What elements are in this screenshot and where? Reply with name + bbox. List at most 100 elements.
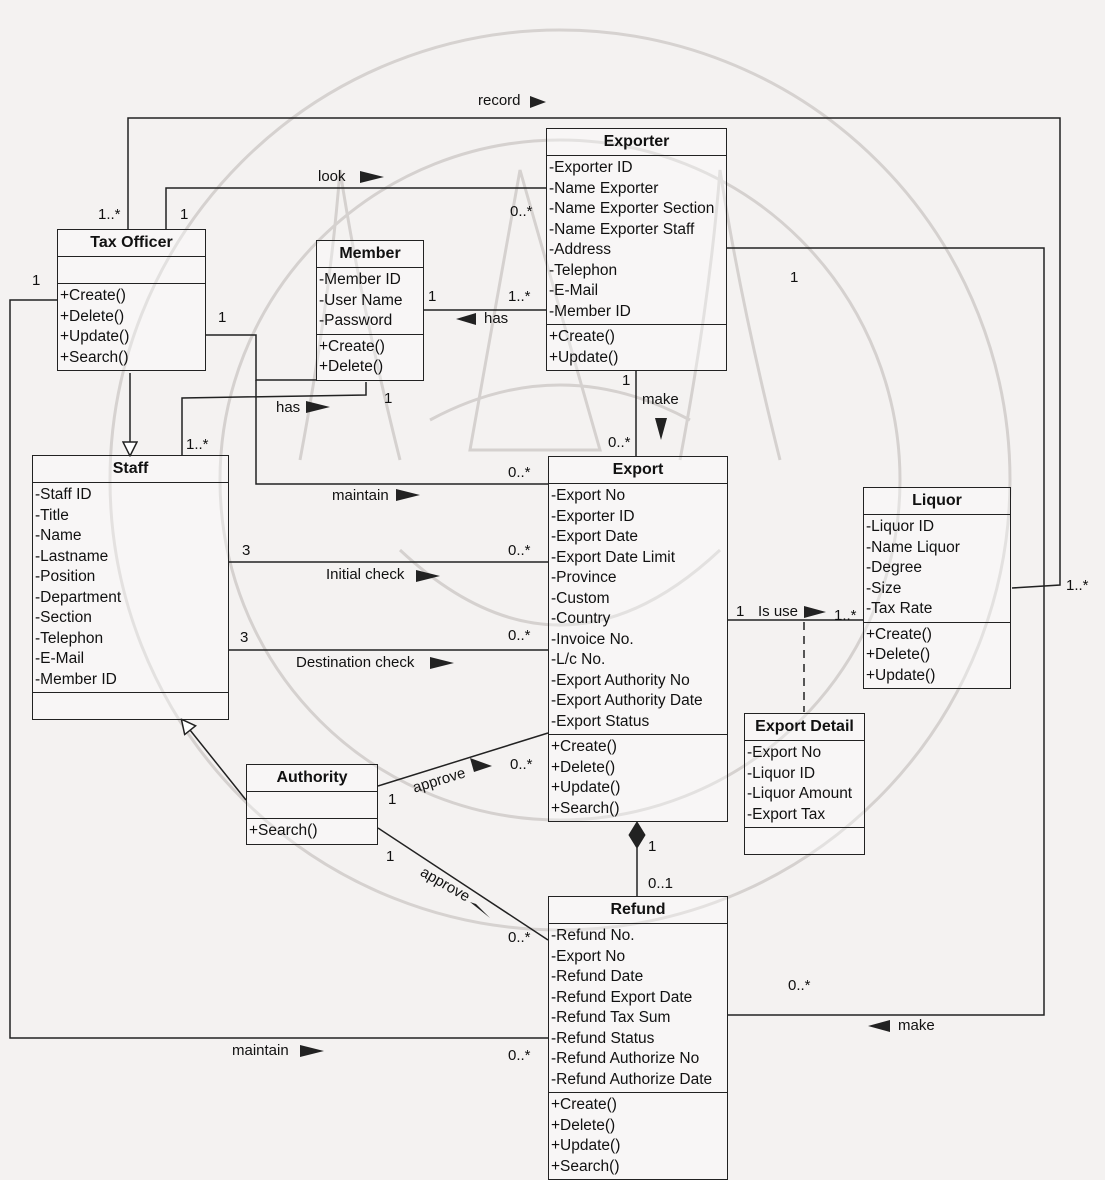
attribute: -Degree <box>866 559 922 576</box>
destination-check-label: Destination check <box>296 654 415 671</box>
approve-export-line <box>377 732 549 787</box>
operation: +Update() <box>549 348 619 366</box>
maintain-export-label: maintain <box>332 487 389 504</box>
attribute: -Telephon <box>35 629 104 647</box>
operation: +Delete() <box>60 307 125 325</box>
multiplicity: 0..* <box>608 434 631 451</box>
member-class-name: Member <box>317 241 423 268</box>
attribute: -Name Exporter Section <box>549 200 715 217</box>
attribute: -Member ID <box>319 271 401 288</box>
operation: +Delete() <box>866 646 931 663</box>
liquor-class: Liquor -Liquor ID -Name Liquor -Degree -… <box>863 487 1011 689</box>
attribute: -Refund Date <box>551 968 644 985</box>
multiplicity: 0..* <box>510 756 533 773</box>
attribute: -Liquor ID <box>747 764 816 782</box>
operation: +Create() <box>319 337 385 355</box>
attribute: -Title <box>35 506 69 524</box>
has-staff-label: has <box>276 399 301 416</box>
attribute: -Name Liquor <box>866 538 960 556</box>
operation: +Search() <box>249 822 318 839</box>
maintain-export-line <box>255 380 548 485</box>
liquor-class-name: Liquor <box>864 488 1010 515</box>
attribute: -E-Mail <box>35 650 85 667</box>
attribute: -Refund Export Date <box>551 988 693 1006</box>
attribute: -Export Authority Date <box>551 692 703 709</box>
multiplicity: 0..* <box>508 1047 531 1064</box>
attribute: -Lastname <box>35 547 109 565</box>
record-arrow <box>530 96 546 108</box>
attribute: -Department <box>35 588 122 606</box>
attribute: -Province <box>551 569 617 586</box>
staff-class: Staff -Staff ID -Title -Name -Lastname -… <box>32 455 229 720</box>
multiplicity: 1 <box>386 848 395 865</box>
staff-attributes: -Staff ID -Title -Name -Lastname -Positi… <box>33 483 228 693</box>
operation: +Delete() <box>551 758 616 776</box>
tax-officer-attributes <box>58 257 205 284</box>
look-arrow <box>360 171 384 183</box>
initial-check-label: Initial check <box>326 566 405 583</box>
make-refund-label: make <box>898 1017 935 1034</box>
record-label: record <box>478 92 521 109</box>
multiplicity: 0..* <box>508 929 531 946</box>
operation: +Search() <box>551 1157 620 1175</box>
multiplicity: 0..* <box>508 627 531 644</box>
export-class: Export -Export No -Exporter ID -Export D… <box>548 456 728 822</box>
has-staff-member-line <box>181 382 367 455</box>
attribute: -Refund Tax Sum <box>551 1009 671 1026</box>
multiplicity: 1 <box>384 390 393 407</box>
multiplicity: 1 <box>622 372 631 389</box>
multiplicity: 1 <box>428 288 437 305</box>
refund-attributes: -Refund No. -Export No -Refund Date -Ref… <box>549 924 727 1093</box>
attribute: -Refund Status <box>551 1029 655 1047</box>
tax-officer-class: Tax Officer +Create() +Delete() +Update(… <box>57 229 206 371</box>
look-label: look <box>318 168 346 185</box>
is-use-label: Is use <box>758 603 799 620</box>
operation: +Delete() <box>319 358 384 375</box>
attribute: -Liquor Amount <box>747 785 853 802</box>
attribute: -Staff ID <box>35 486 92 503</box>
approve-export-arrow <box>470 758 492 772</box>
attribute: -Member ID <box>549 302 631 320</box>
operation: +Create() <box>551 1096 617 1113</box>
attribute: -Size <box>866 579 902 597</box>
multiplicity: 1..* <box>98 206 121 223</box>
attribute: -Refund No. <box>551 927 635 944</box>
multiplicity: 1 <box>218 309 227 326</box>
authority-attributes <box>247 792 377 819</box>
attribute: -Name <box>35 527 82 544</box>
exporter-class-name: Exporter <box>547 129 726 156</box>
operation: +Update() <box>866 666 936 684</box>
authority-staff-generalization <box>182 720 247 801</box>
attribute: -Position <box>35 568 96 585</box>
attribute: -Section <box>35 609 92 626</box>
maintain-refund-line <box>9 299 548 1039</box>
authority-operations: +Search() <box>247 819 377 844</box>
operation: +Update() <box>551 1137 621 1154</box>
attribute: -Telephon <box>549 261 618 279</box>
attribute: -User Name <box>319 291 403 309</box>
export-attributes: -Export No -Exporter ID -Export Date -Ex… <box>549 484 727 735</box>
attribute: -Export No <box>551 947 626 965</box>
multiplicity: 1 <box>180 206 189 223</box>
attribute: -Export Date Limit <box>551 548 676 566</box>
attribute: -Export No <box>747 744 822 761</box>
authority-class: Authority +Search() <box>246 764 378 845</box>
multiplicity: 0..* <box>510 203 533 220</box>
export-detail-operations <box>745 828 864 854</box>
attribute: -Export Date <box>551 528 639 545</box>
maintain-refund-arrow <box>300 1045 324 1057</box>
attribute: -Tax Rate <box>866 600 933 617</box>
has-staff-arrow <box>306 401 330 413</box>
multiplicity: 1..* <box>1066 577 1089 594</box>
attribute: -Address <box>549 241 612 258</box>
attribute: -Refund Authorize No <box>551 1050 700 1067</box>
attribute: -Password <box>319 312 393 329</box>
staff-class-name: Staff <box>33 456 228 483</box>
maintain-export-arrow <box>396 489 420 501</box>
export-class-name: Export <box>549 457 727 484</box>
multiplicity: 0..* <box>788 977 811 994</box>
operation: +Create() <box>549 328 615 345</box>
refund-operations: +Create() +Delete() +Update() +Search() <box>549 1093 727 1179</box>
refund-class-name: Refund <box>549 897 727 924</box>
